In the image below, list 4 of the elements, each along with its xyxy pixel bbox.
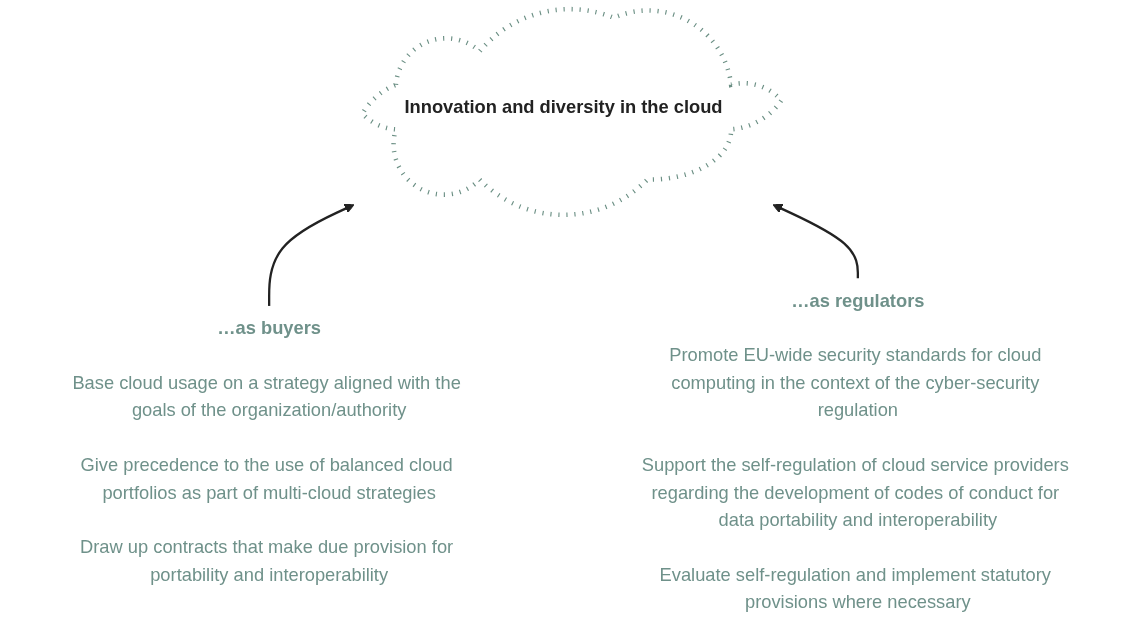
node-text: …as regulators Promote EU-wide security standards for cloud computing in the context of the cyber-security regulation Support the self-regulation of cloud service providers regarding the development of codes of conduct for data portability and interoperability Evaluate self-regulation and implement statutory provisions where necessary <box>641 290 1069 612</box>
node-text: …as buyers Base cloud usage on a strategy aligned with the goals of the organization/authority Give precedence to the use of balanced cloud portfolios as part of multi-cloud strategies Draw up contracts that make due provision for portability and interoperability <box>72 317 461 585</box>
arrow <box>268 203 355 306</box>
arrow <box>772 203 859 279</box>
